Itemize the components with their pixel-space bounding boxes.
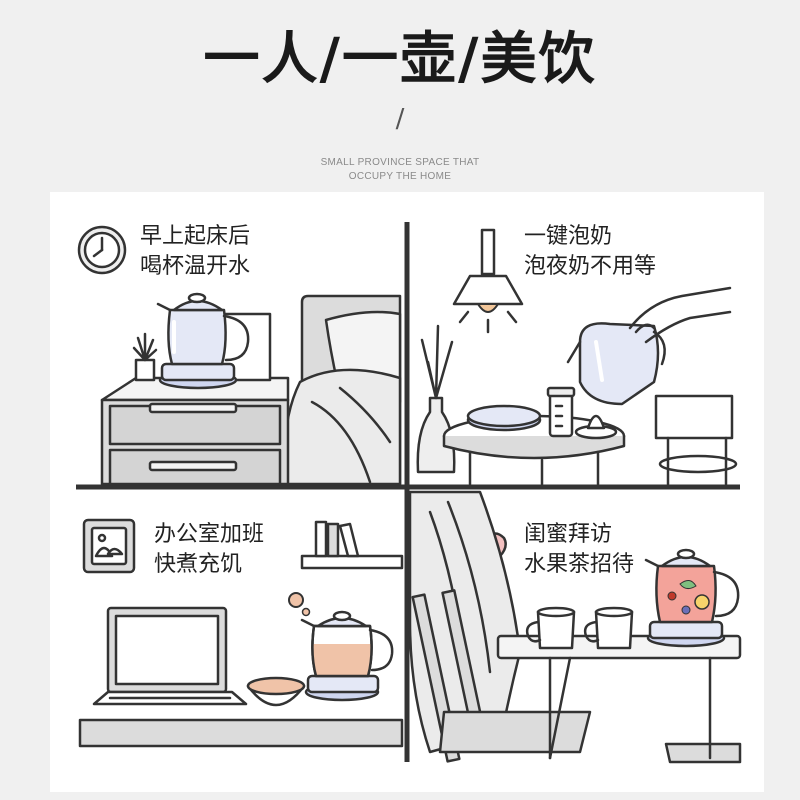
- page-title: 一人/一壶/美饮: [203, 27, 597, 92]
- caption-office: 办公室加班 快煮充饥: [154, 520, 264, 580]
- subtitle: SMALL PROVINCE SPACE THAT OCCUPY THE HOM…: [250, 156, 550, 184]
- tea-cup-left: [525, 606, 576, 650]
- bed: [283, 294, 402, 486]
- fruit-berry: [667, 591, 677, 601]
- kettle-base: [466, 404, 542, 432]
- caption-night-milk: 一键泡奶 泡夜奶不用等: [524, 222, 656, 282]
- caption-friends: 闺蜜拜访 水果茶招待: [524, 520, 634, 580]
- caption-office-line-2: 快煮充饥: [154, 552, 243, 577]
- caption-night-milk-line-1: 一键泡奶: [524, 224, 613, 249]
- laptop: [92, 606, 248, 706]
- clock-icon: [77, 225, 127, 275]
- kettle-office: [300, 610, 394, 702]
- desk: [78, 718, 404, 748]
- chair: [654, 394, 738, 486]
- fruit-orange: [694, 594, 710, 610]
- scene-illustrations: .ln { stroke: #333; stroke-width: 2.5; f…: [76, 222, 742, 764]
- baby-bottle: [546, 386, 576, 438]
- caption-morning-line-1: 早上起床后: [140, 224, 251, 249]
- scene-morning-bedroom: [77, 225, 402, 486]
- caption-night-milk-line-2: 泡夜奶不用等: [524, 254, 657, 279]
- kettle-pouring: [566, 322, 666, 406]
- noodle-bowl: [246, 676, 306, 707]
- hand: [628, 286, 732, 344]
- scene-office: [78, 518, 404, 748]
- potted-plant: [132, 332, 158, 382]
- bottle-nipple: [574, 414, 618, 440]
- kettle-fruit-tea: [644, 548, 740, 648]
- fruit-blueberry: [681, 605, 691, 615]
- food-picture-icon: [82, 518, 136, 574]
- nightstand: [100, 376, 290, 486]
- vase-plant: [416, 324, 456, 474]
- scene-night-milk: [416, 228, 738, 486]
- steam-bubble-large: [288, 592, 304, 608]
- wall-shelf: [300, 520, 404, 570]
- subtitle-line-2: OCCUPY THE HOME: [348, 171, 452, 182]
- kettle-morning: [156, 292, 250, 390]
- pendant-lamp-icon: [452, 228, 524, 334]
- caption-morning: 早上起床后 喝杯温开水: [140, 222, 250, 282]
- caption-office-line-1: 办公室加班: [154, 522, 265, 547]
- scene-panel: .ln { stroke: #333; stroke-width: 2.5; f…: [50, 192, 764, 792]
- tea-cup-right: [583, 606, 634, 650]
- fruit-leaf: [679, 580, 697, 590]
- caption-morning-line-2: 喝杯温开水: [140, 254, 251, 279]
- caption-friends-line-2: 水果茶招待: [524, 552, 635, 577]
- scene-friends-tea: [408, 490, 742, 764]
- subtitle-line-1: SMALL PROVINCE SPACE THAT: [320, 157, 480, 168]
- title-divider: /: [395, 104, 405, 134]
- steam-bubble-small: [301, 607, 311, 617]
- caption-friends-line-1: 闺蜜拜访: [524, 522, 613, 547]
